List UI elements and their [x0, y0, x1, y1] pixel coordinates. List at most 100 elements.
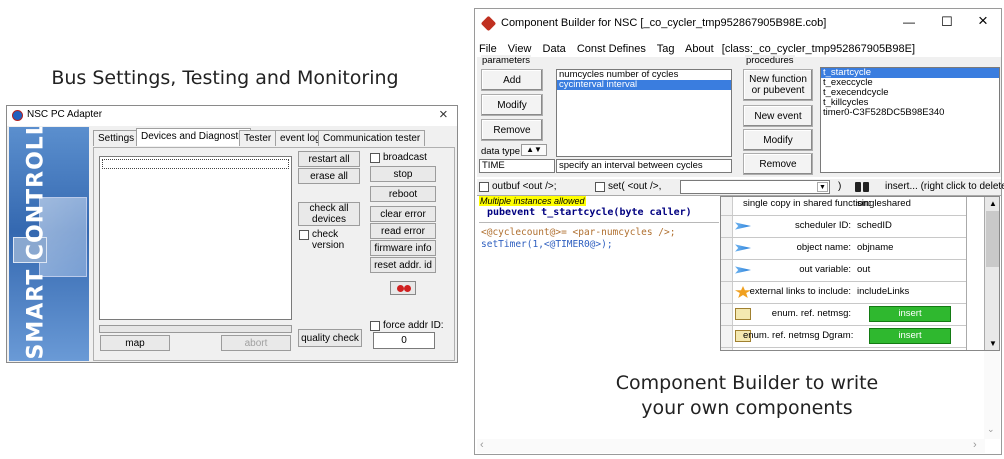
- set-checkbox[interactable]: set( <out />,: [595, 181, 661, 192]
- add-parameter-button[interactable]: Add: [481, 69, 543, 91]
- property-value[interactable]: out: [857, 264, 871, 275]
- property-label: enum. ref. netmsg:: [771, 308, 851, 319]
- procedure-item[interactable]: t_execendcycle: [823, 87, 889, 98]
- procedure-item[interactable]: t_killcycles: [823, 97, 869, 108]
- procedure-item[interactable]: t_execcycle: [823, 77, 873, 88]
- read-error-button[interactable]: read error: [370, 223, 436, 239]
- menu-data[interactable]: Data: [542, 43, 566, 55]
- remove-parameter-button[interactable]: Remove: [481, 119, 543, 141]
- abort-button[interactable]: abort: [221, 335, 291, 351]
- broadcast-box[interactable]: [370, 153, 380, 163]
- right-caption-2: your own components: [641, 397, 853, 419]
- tab-communication-tester[interactable]: Communication tester: [318, 130, 426, 146]
- set-close-paren: ): [838, 181, 842, 192]
- parameter-item-selected[interactable]: cycinterval interval: [557, 80, 731, 90]
- quality-check-button[interactable]: quality check: [298, 329, 362, 347]
- chevron-down-icon[interactable]: ⌄: [987, 424, 995, 434]
- chevron-left-icon[interactable]: ‹: [480, 439, 484, 451]
- smart-controller-banner: SMART CONTROLLER: [9, 127, 89, 361]
- procedure-item-selected[interactable]: t_startcycle: [821, 68, 999, 78]
- tab-devices-diagnostic[interactable]: Devices and Diagnostic: [136, 128, 251, 146]
- remove-procedure-button[interactable]: Remove: [743, 153, 813, 175]
- chevron-right-icon[interactable]: ›: [973, 439, 977, 451]
- broadcast-checkbox[interactable]: broadcast: [370, 152, 427, 163]
- check-version-checkbox[interactable]: check version: [299, 229, 359, 251]
- force-addr-input[interactable]: 0: [373, 332, 435, 349]
- chip-image: [13, 237, 47, 263]
- property-value[interactable]: objname: [857, 242, 894, 253]
- check-version-box[interactable]: [299, 230, 309, 240]
- property-label: scheduler ID:: [795, 220, 851, 231]
- clear-error-button[interactable]: clear error: [370, 206, 436, 222]
- data-type-spinner[interactable]: ▲▼: [521, 144, 547, 156]
- chevron-up-icon[interactable]: ▲: [989, 199, 997, 208]
- new-event-button[interactable]: New event: [743, 105, 813, 127]
- nsc-titlebar: NSC PC Adapter ×: [7, 106, 457, 126]
- property-label: object name:: [796, 242, 851, 253]
- firmware-info-button[interactable]: firmware info: [370, 240, 436, 256]
- procedures-group-label: procedures: [745, 55, 795, 66]
- outbuf-checkbox[interactable]: outbuf <out />;: [479, 181, 557, 192]
- device-list[interactable]: [99, 156, 292, 320]
- property-row[interactable]: enum. ref. netmsg Dgram:insert: [721, 326, 966, 348]
- stop-button[interactable]: stop: [370, 166, 436, 182]
- nsc-window: NSC PC Adapter × SMART CONTROLLER Settin…: [6, 105, 458, 363]
- map-button[interactable]: map: [100, 335, 170, 351]
- menu-about[interactable]: About: [684, 43, 714, 55]
- procedures-list[interactable]: t_startcycle t_execcycle t_execendcycle …: [820, 67, 1000, 173]
- horizontal-scrollbar[interactable]: ‹ ›: [477, 439, 985, 453]
- erase-all-button[interactable]: erase all: [298, 168, 360, 184]
- force-addr-box[interactable]: [370, 321, 380, 331]
- menu-view[interactable]: View: [507, 43, 532, 55]
- property-row[interactable]: enum. ref. netmsg: insert: [721, 304, 966, 326]
- property-row[interactable]: object name: objname: [721, 238, 966, 260]
- outbuf-box[interactable]: [479, 182, 489, 192]
- parameter-item[interactable]: numcycles number of cycles: [559, 69, 679, 80]
- menu-tag[interactable]: Tag: [656, 43, 675, 55]
- property-value[interactable]: schedID: [857, 220, 892, 231]
- parameter-description-field[interactable]: specify an interval between cycles: [556, 159, 732, 173]
- procedure-item[interactable]: timer0-C3F528DC5B98E340: [823, 107, 945, 118]
- property-scrollbar[interactable]: ▲ ▼: [984, 197, 999, 350]
- tab-settings[interactable]: Settings: [93, 130, 140, 146]
- modify-procedure-button[interactable]: Modify: [743, 129, 813, 151]
- insert-button[interactable]: insert: [869, 328, 951, 344]
- property-row[interactable]: out variable:out: [721, 260, 966, 282]
- connection-icon[interactable]: [390, 281, 416, 295]
- property-row[interactable]: single copy in shared function:singlesha…: [721, 197, 966, 216]
- nsc-title: NSC PC Adapter: [27, 109, 103, 120]
- set-box[interactable]: [595, 182, 605, 192]
- insert-hint[interactable]: insert... (right click to delete): [885, 181, 1004, 192]
- parameters-list[interactable]: numcycles number of cycles cycinterval i…: [556, 69, 732, 157]
- cb-titlebar: Component Builder for NSC [_co_cycler_tm…: [475, 9, 1001, 37]
- tab-tester[interactable]: Tester: [239, 130, 277, 146]
- scroll-thumb[interactable]: [986, 211, 999, 267]
- doc-icon: [735, 330, 751, 342]
- property-value[interactable]: singleshared: [857, 198, 911, 209]
- menu-file[interactable]: File: [479, 43, 497, 55]
- minimize-icon[interactable]: —: [903, 15, 915, 29]
- restart-all-button[interactable]: restart all: [298, 151, 360, 167]
- code-line-2: <@cyclecount@>= <par-numcycles />;: [481, 227, 676, 238]
- chevron-down-icon[interactable]: ▼: [989, 339, 997, 348]
- tab-strip: Settings Devices and Diagnostic Tester e…: [93, 128, 455, 148]
- close-icon[interactable]: ×: [978, 11, 988, 30]
- type-field[interactable]: TIME: [479, 159, 555, 173]
- property-row[interactable]: scheduler ID: schedID: [721, 216, 966, 238]
- reboot-button[interactable]: reboot: [370, 186, 436, 202]
- new-function-button[interactable]: New function or pubevent: [743, 69, 813, 101]
- menu-const-defines[interactable]: Const Defines: [576, 43, 646, 55]
- check-all-devices-button[interactable]: check all devices: [298, 202, 360, 226]
- force-addr-id-checkbox[interactable]: force addr ID:: [370, 320, 444, 331]
- app-logo-icon: [480, 15, 497, 32]
- banner-text: SMART CONTROLLER: [23, 127, 49, 360]
- property-row[interactable]: external links to include:includeLinks: [721, 282, 966, 304]
- maximize-icon[interactable]: ☐: [941, 14, 953, 29]
- binoculars-icon[interactable]: [855, 180, 869, 192]
- close-icon[interactable]: ×: [439, 106, 448, 123]
- set-dropdown[interactable]: ▼: [680, 180, 830, 194]
- reset-addr-id-button[interactable]: reset addr. id: [370, 257, 436, 273]
- insert-button[interactable]: insert: [869, 306, 951, 322]
- property-value[interactable]: includeLinks: [857, 286, 910, 297]
- modify-parameter-button[interactable]: Modify: [481, 94, 543, 116]
